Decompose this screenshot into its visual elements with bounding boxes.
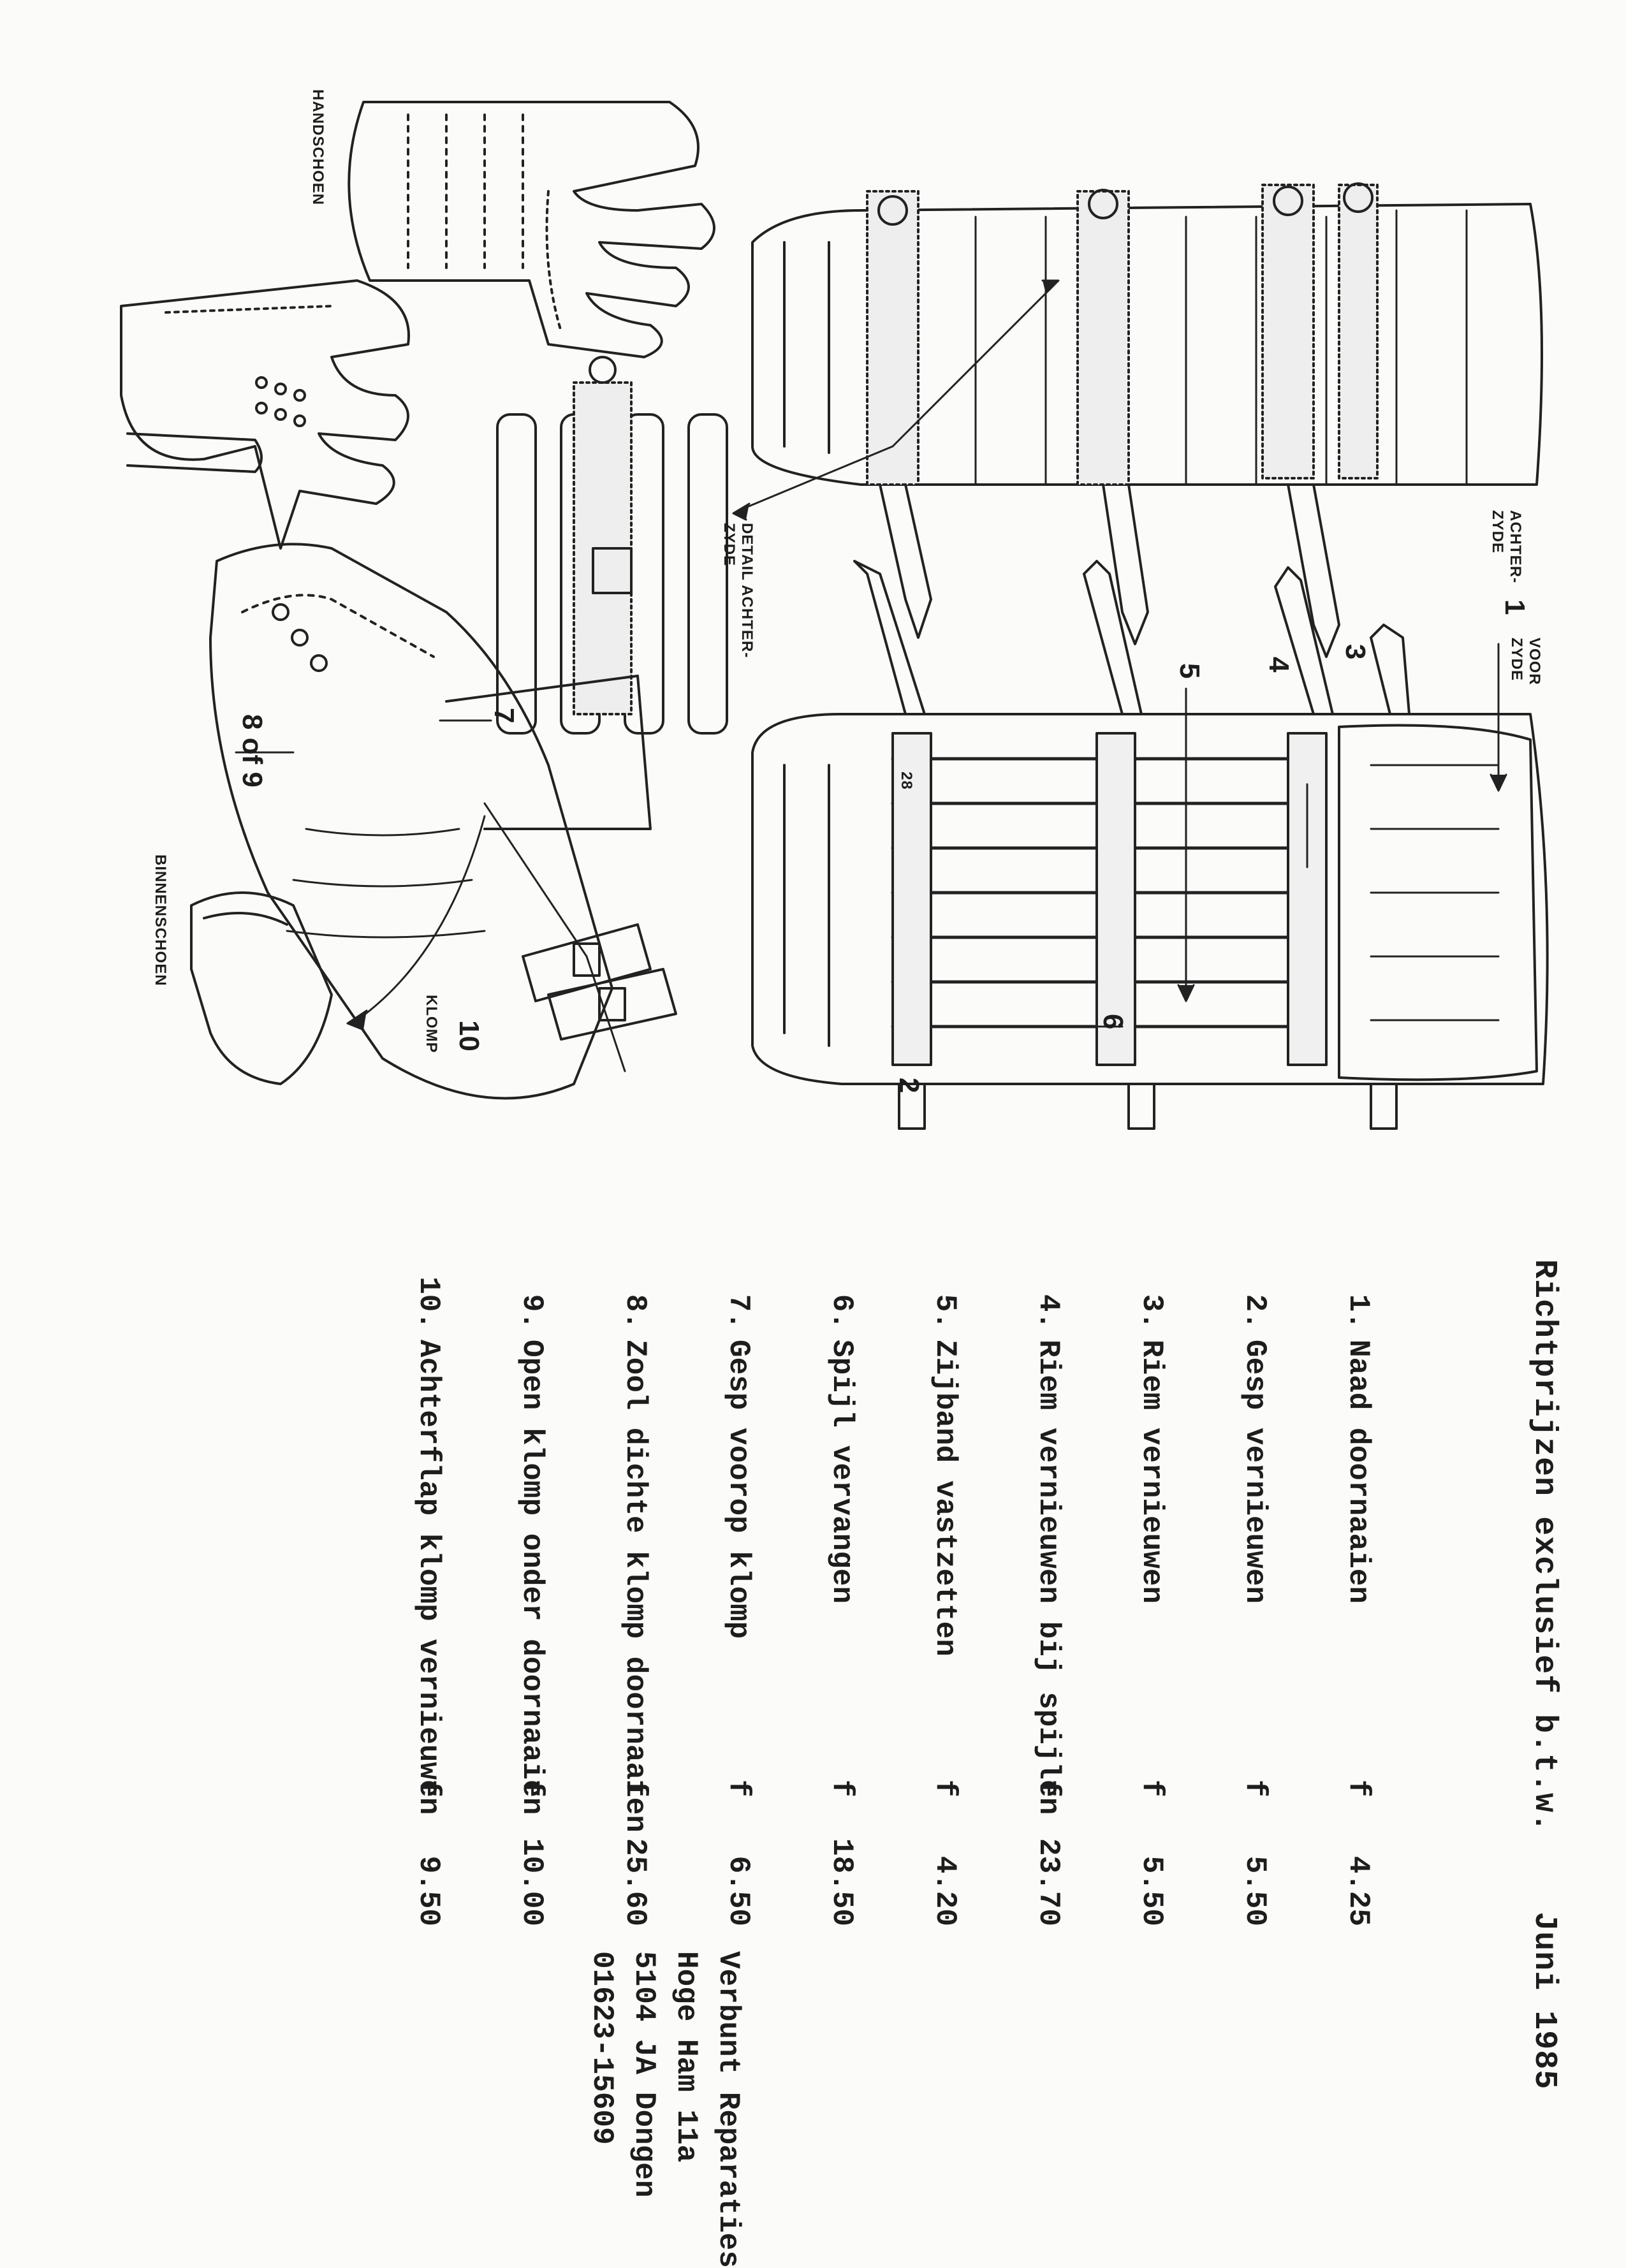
inner-shoe-drawing [191, 893, 332, 1084]
item-description: Zijband vastzetten [928, 1340, 962, 1657]
detail-back-drawing [497, 357, 727, 733]
item-description: Spijl vervangen [825, 1340, 858, 1604]
item-price: 4.25 [1342, 1855, 1375, 1926]
heading-date: Juni 1985 [1526, 1912, 1562, 2090]
label-number-2: 2 [893, 1078, 925, 1094]
label-number-5: 5 [1174, 663, 1205, 679]
price-list-item: 2. Gesp vernieuwen f 5.50 [1238, 1259, 1272, 2056]
item-number: 7. [722, 1294, 755, 1329]
item-currency: f [825, 1780, 858, 1797]
street: Hoge Ham 11a [670, 1951, 703, 2163]
item-number: 9. [515, 1294, 548, 1329]
item-price: 4.20 [928, 1855, 962, 1926]
price-list-item: 1. Naad doornaaien f 4.25 [1341, 1259, 1375, 2056]
postcode-city: 5104 JA Dongen [627, 1951, 661, 2198]
label-number-7: 7 [488, 708, 520, 724]
company-address: Verbunt Reparaties Hoge Ham 11a 5104 JA Do… [581, 1951, 749, 2268]
item-description: Gesp voorop klomp [722, 1340, 755, 1639]
item-price: 5.50 [1135, 1855, 1168, 1926]
price-list-item: 6. Spijl vervangen f 18.50 [824, 1259, 859, 2056]
item-number: 2. [1238, 1294, 1271, 1329]
glove-drawing-bottom [121, 281, 409, 548]
label-8-of-9: 8 of 9 [237, 714, 268, 787]
item-price: 6.50 [722, 1855, 755, 1926]
item-description: Achterflap klomp vernieuwen [412, 1340, 445, 1815]
clog-drawing [210, 544, 676, 1098]
item-number: 10. [412, 1277, 445, 1329]
label-number-28: 28 [898, 772, 915, 790]
item-description: Zool dichte klomp doornaaien [619, 1340, 652, 1833]
item-currency: f [1135, 1780, 1168, 1797]
item-price: 10.00 [515, 1838, 548, 1926]
item-number: 3. [1135, 1294, 1168, 1329]
price-list-item: 3. Riem vernieuwen f 5.50 [1134, 1259, 1169, 2056]
label-number-1: 1 [1499, 599, 1530, 615]
price-list-item: 7. Gesp voorop klomp f 6.50 [721, 1259, 756, 2056]
item-description: Riem vernieuwen [1135, 1340, 1168, 1604]
item-number: 6. [825, 1294, 858, 1329]
label-number-10: 10 [453, 1020, 485, 1051]
leg-guard-back-drawing [752, 184, 1542, 657]
price-list-item: 5. Zijband vastzetten f 4.20 [928, 1259, 962, 2056]
item-description: Gesp vernieuwen [1238, 1340, 1271, 1604]
item-number: 5. [928, 1294, 962, 1329]
label-number-3: 3 [1340, 644, 1371, 660]
item-price: 5.50 [1238, 1855, 1271, 1926]
label-binnenschoen: BINNENSCHOEN [152, 854, 169, 986]
item-price: 23.70 [1032, 1838, 1065, 1926]
price-list: 1. Naad doornaaien f 4.25 2. Gesp vernieuwen… [342, 1259, 1444, 2056]
item-number: 4. [1032, 1294, 1065, 1329]
label-number-6: 6 [1097, 1014, 1129, 1030]
item-description: Open klomp onder doornaaien [515, 1340, 548, 1815]
item-currency: f [412, 1780, 445, 1797]
price-list-heading: Richtprijzen exclusief b.t.w. Juni 1985 [1526, 1259, 1562, 2089]
label-number-4: 4 [1263, 657, 1294, 673]
heading-title: Richtprijzen exclusief b.t.w. [1526, 1259, 1562, 1833]
item-price: 18.50 [825, 1838, 858, 1926]
item-number: 8. [619, 1294, 652, 1329]
item-number: 1. [1342, 1294, 1375, 1329]
label-voorzijde: VOOR ZYDE [1508, 638, 1543, 685]
item-currency: f [928, 1780, 962, 1797]
item-currency: f [1032, 1780, 1065, 1797]
item-currency: f [1238, 1780, 1271, 1797]
item-currency: f [619, 1780, 652, 1797]
item-price: 25.60 [619, 1838, 652, 1926]
item-price: 9.50 [412, 1855, 445, 1926]
leg-guard-front-drawing [752, 561, 1548, 1129]
item-description: Riem vernieuwen bij spijlen [1032, 1340, 1065, 1815]
item-description: Naad doornaaien [1342, 1340, 1375, 1604]
item-currency: f [1342, 1780, 1375, 1797]
label-achterzijde: ACHTER- ZYDE [1489, 510, 1524, 583]
diagram-arrows [236, 281, 1506, 1030]
label-klomp: KLOMP [423, 995, 440, 1053]
item-currency: f [515, 1780, 548, 1797]
label-handschoen: HANDSCHOEN [309, 89, 326, 206]
label-detail-achterzijde: DETAIL ACHTER- ZYDE [721, 523, 756, 659]
glove-drawing-top [349, 102, 714, 357]
item-currency: f [722, 1780, 755, 1797]
phone-number: 01623-15609 [585, 1951, 619, 2145]
company-name: Verbunt Reparaties [712, 1951, 745, 2268]
